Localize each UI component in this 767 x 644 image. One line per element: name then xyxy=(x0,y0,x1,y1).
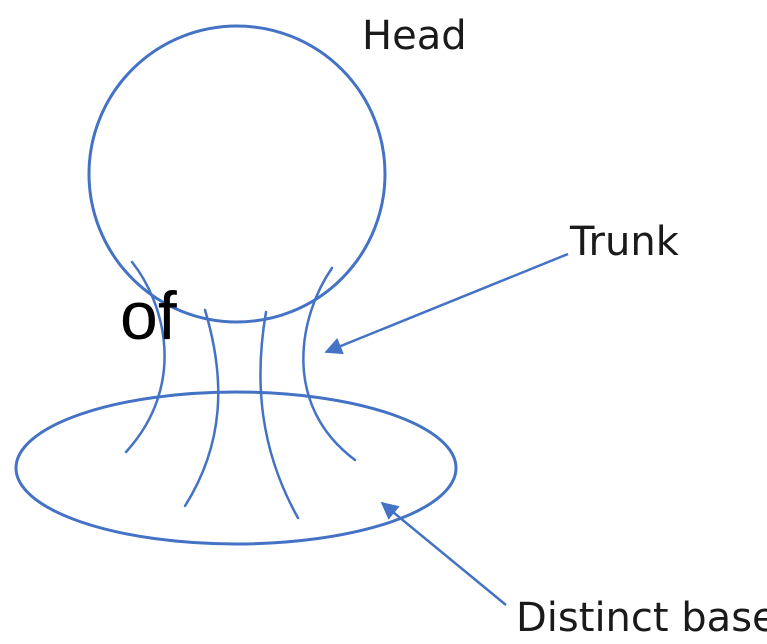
partial-text-fragment: of xyxy=(120,278,177,354)
trunk-strand-4 xyxy=(302,266,357,462)
trunk-strand-1 xyxy=(124,260,166,454)
trunk-label: Trunk xyxy=(570,219,679,265)
base-ellipse xyxy=(14,390,458,546)
trunk-arrow xyxy=(324,252,569,355)
trunk-strand-2 xyxy=(183,308,220,508)
base-arrow xyxy=(380,501,507,606)
base-label: Distinct base xyxy=(516,595,767,641)
trunk-strands xyxy=(124,260,357,520)
head-label: Head xyxy=(362,13,467,59)
trunk-strand-3 xyxy=(259,310,300,520)
head-circle xyxy=(87,24,387,324)
